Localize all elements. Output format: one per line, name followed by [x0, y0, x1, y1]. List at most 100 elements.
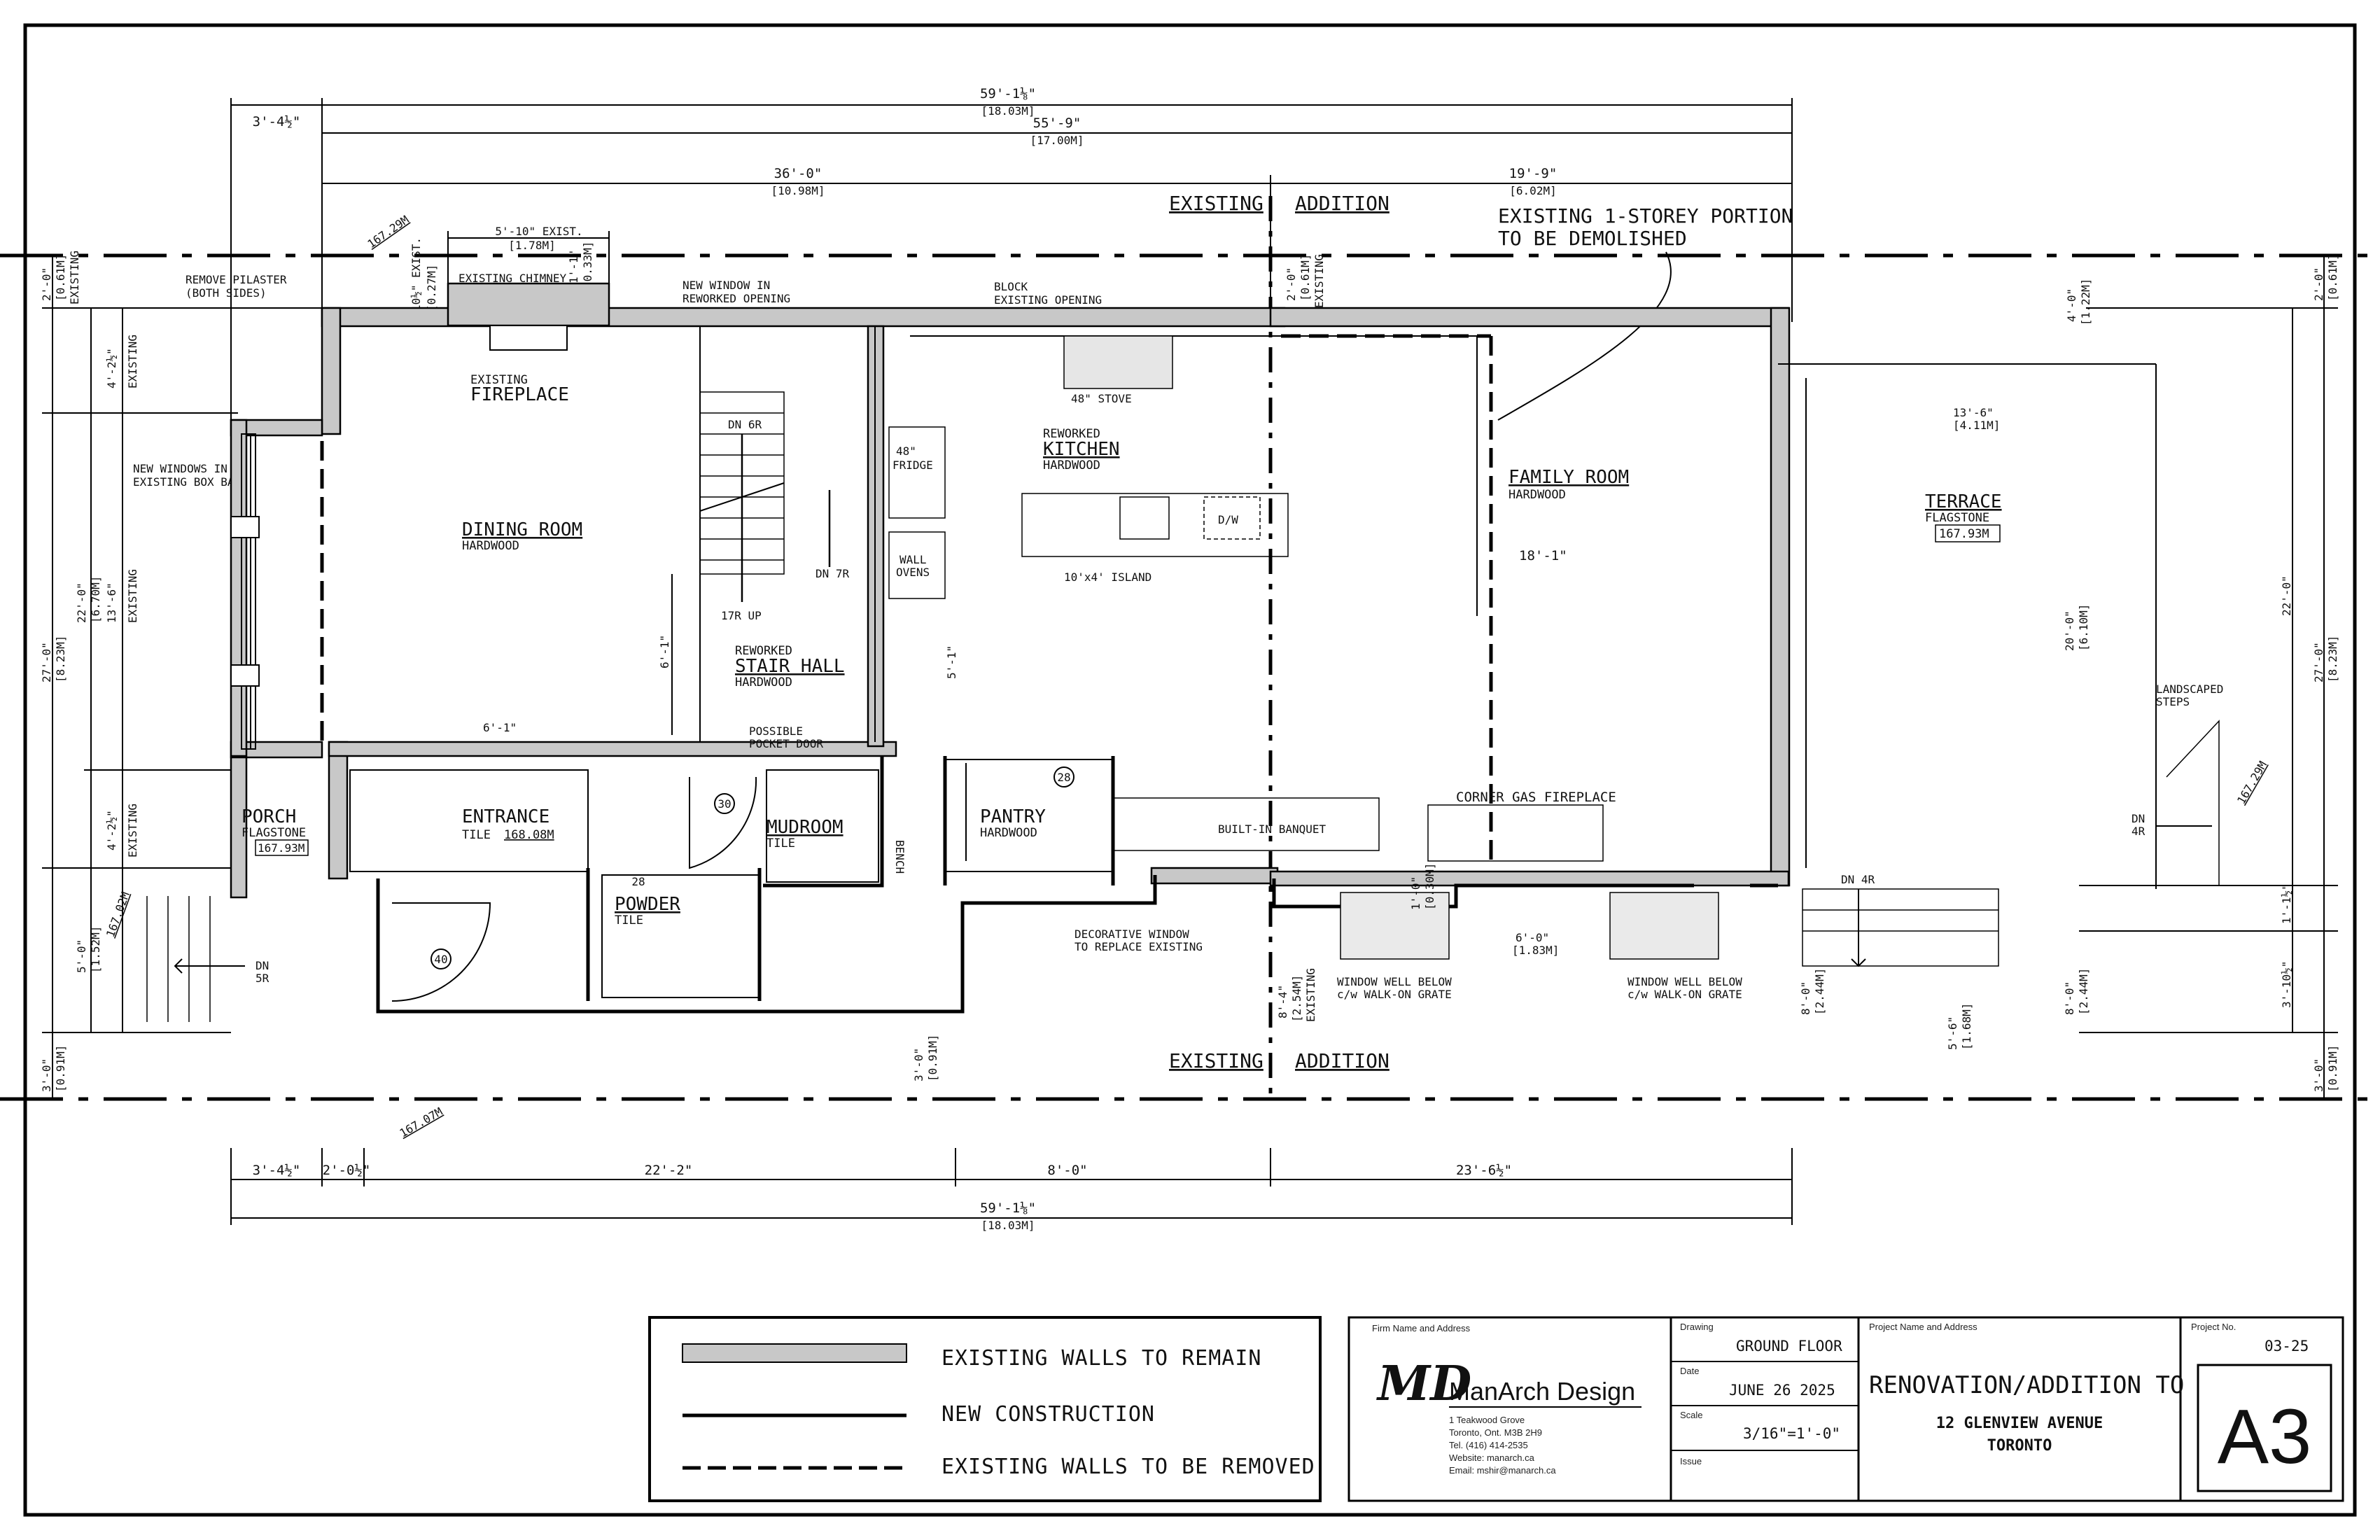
porch-steps	[146, 896, 245, 1022]
fixture-wall-ovens-1: WALL	[899, 553, 927, 566]
bottom-dimensions	[230, 1148, 1793, 1225]
dim-bot-22-2: 22'-2"	[645, 1163, 693, 1178]
dim-left-5-0: 5'-0"	[75, 939, 88, 973]
terrace-finish: FLAGSTONE	[1925, 511, 1989, 525]
note-landscaped-steps-2: STEPS	[2156, 695, 2190, 708]
stair-hall-finish: HARDWOOD	[735, 676, 792, 690]
dim-right-27: 27'-0"	[2312, 642, 2325, 682]
tb-firm-label: Firm Name and Address	[1372, 1323, 1471, 1334]
note-remove-pilaster-1: REMOVE PILASTER	[186, 273, 287, 286]
porch-name: PORCH	[241, 806, 296, 827]
dim-chimney-metric: [1.78M]	[508, 239, 555, 252]
window-well-1-line1: WINDOW WELL BELOW	[1337, 975, 1452, 988]
fixture-dw: D/W	[1218, 513, 1238, 526]
dim-right-3-0: 3'-0"	[2312, 1058, 2325, 1092]
dim-mid-5-1: 5'-1"	[945, 645, 958, 679]
dim-right-27-metric: [8.23M]	[2326, 636, 2339, 682]
terrace-area-box	[1935, 524, 2001, 542]
dim-left-27-metric: [8.23M]	[54, 636, 67, 682]
tb-project-label: Project Name and Address	[1869, 1322, 1977, 1332]
stair	[699, 391, 831, 602]
dim-overall-bottom-metric: [18.03M]	[981, 1219, 1035, 1232]
stair-dn6: DN 6R	[728, 418, 762, 431]
stair-hall-pre: REWORKED	[735, 644, 792, 658]
fireplace-pre: EXISTING	[470, 373, 528, 387]
fixture-pocket-door-2: POCKET DOOR	[749, 737, 823, 750]
dim-right-2-0: 2'-0"	[2312, 267, 2325, 301]
dim-chim-1: 1'-1"	[567, 250, 580, 284]
dim-mid-20-metric: [6.10M]	[2077, 604, 2090, 651]
dim-mid-8-0b: 8'-0"	[2063, 981, 2076, 1015]
fixture-island: 10'x4' ISLAND	[1064, 570, 1152, 584]
kitchen-finish: HARDWOOD	[1043, 458, 1100, 472]
entrance-name: ENTRANCE	[462, 806, 550, 827]
mudroom-finish: TILE	[766, 836, 795, 850]
note-block-opening-1: BLOCK	[994, 280, 1028, 293]
stair-up17: 17R UP	[721, 609, 762, 622]
dim-right-4-0-metric: [1.22M]	[2079, 279, 2092, 326]
terrace-area: 167.93M	[1939, 527, 1989, 541]
right-dimensions	[2079, 255, 2338, 1099]
dim-bot-8-0: 8'-0"	[1047, 1163, 1087, 1178]
stair-dn4-b1: DN	[2132, 812, 2145, 825]
dim-overall-55-metric: [17.00M]	[1030, 134, 1084, 147]
dim-mid-6-0-metric: [1.83M]	[1512, 944, 1559, 957]
dim-mid-3-0-metric: [0.91M]	[926, 1035, 939, 1082]
dining-room-name: DINING ROOM	[462, 519, 582, 540]
stair-dn4-a: DN 4R	[1841, 873, 1875, 886]
stair-dn4-b2: 4R	[2132, 825, 2146, 838]
tb-address-3: Tel. (416) 414-2535	[1449, 1440, 1528, 1450]
bay-window	[230, 433, 260, 750]
dim-overall-55: 55'-9"	[1033, 115, 1082, 131]
dim-mid-1-0: 1'-0"	[1409, 876, 1422, 910]
label-existing-bottom: EXISTING	[1169, 1049, 1264, 1072]
legend-existing-removed: EXISTING WALLS TO BE REMOVED	[941, 1455, 1315, 1479]
dim-left-13: 13'-6"	[105, 582, 118, 623]
dim-top-3-4: 3'-4½"	[253, 114, 301, 130]
removed-walls	[320, 334, 1493, 868]
fixture-banquet: BUILT-IN BANQUET	[1218, 822, 1326, 836]
dim-chim-1-metric: [0.33M]	[581, 241, 594, 288]
top-dimensions	[230, 98, 1793, 448]
note-decorative-window-1: DECORATIVE WINDOW	[1074, 927, 1189, 941]
dim-mid-8-0a-metric: [2.44M]	[1813, 968, 1826, 1015]
pantry-finish: HARDWOOD	[980, 826, 1037, 840]
tb-drawing: GROUND FLOOR	[1736, 1338, 1842, 1354]
dim-mid-6-0: 6'-0"	[1516, 931, 1549, 944]
legend-existing-remain: EXISTING WALLS TO REMAIN	[941, 1346, 1261, 1371]
left-dimensions	[42, 255, 329, 1099]
dim-mid-6-1a: 6'-1"	[483, 721, 517, 734]
note-block-opening-2: EXISTING OPENING	[994, 293, 1102, 307]
label-addition-top: ADDITION	[1295, 192, 1390, 215]
dim-mid-5-6: 5'-6"	[1946, 1016, 1959, 1050]
rear-steps	[1802, 720, 2220, 967]
dim-left-4-2b: 4'-2½"	[105, 810, 118, 850]
dim-left-5-0-metric: [1.52M]	[89, 926, 102, 973]
dim-left-2-0: 2'-0"	[40, 267, 53, 301]
tb-sheet-box	[2197, 1364, 2332, 1492]
dim-mid-5-6-metric: [1.68M]	[1960, 1003, 1973, 1050]
tb-firm-name: ManArch Design	[1449, 1377, 1635, 1406]
dim-top-19-9: 19'-9"	[1509, 166, 1558, 181]
dim-left-27: 27'-0"	[40, 642, 53, 682]
legend-swatch-existing	[682, 1343, 907, 1363]
dim-bot-2-0: 2'-0½"	[323, 1163, 371, 1178]
dim-right-3-10: 3'-10½"	[2280, 961, 2293, 1008]
note-new-window-1: NEW WINDOW IN	[682, 279, 770, 292]
tb-address-5: Email: mshir@manarch.ca	[1449, 1465, 1556, 1476]
word-existing-mid-2: EXISTING	[1304, 968, 1317, 1022]
note-remove-pilaster-2: (BOTH SIDES)	[186, 286, 267, 300]
mudroom-name: MUDROOM	[766, 817, 844, 838]
note-existing-chimney: EXISTING CHIMNEY	[458, 272, 566, 285]
fixture-fridge-2: FRIDGE	[892, 458, 933, 472]
dim-mid-2-0: 2'-0"	[1284, 267, 1298, 301]
note-new-window-2: REWORKED OPENING	[682, 292, 790, 305]
window-well-2-line2: c/w WALK-ON GRATE	[1628, 988, 1742, 1001]
dim-mid-8-0b-metric: [2.44M]	[2077, 968, 2090, 1015]
tb-scale: 3/16"=1'-0"	[1743, 1425, 1840, 1442]
tb-project-addr2: TORONTO	[1987, 1437, 2052, 1455]
tb-date-label: Date	[1680, 1366, 1699, 1376]
word-existing-left-1: EXISTING	[68, 251, 81, 304]
family-room-finish: HARDWOOD	[1508, 488, 1566, 502]
